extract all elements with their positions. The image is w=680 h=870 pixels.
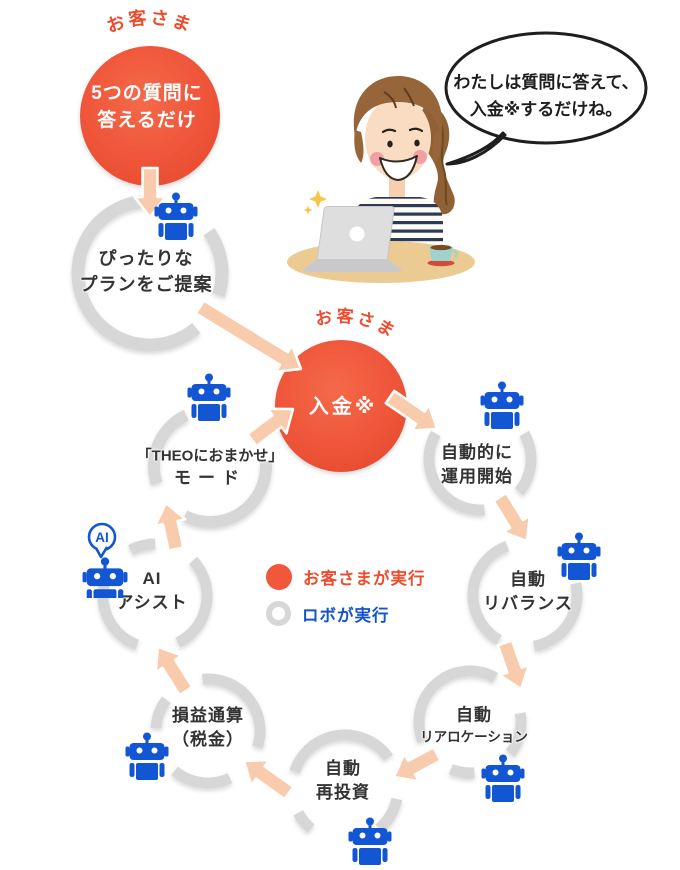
arrow-tax-to-ai xyxy=(154,645,194,697)
robot-icon-plan xyxy=(154,192,198,247)
legend: お客さまが実行 ロボが実行 xyxy=(266,563,426,637)
teacup xyxy=(429,247,453,261)
legend-customer-dot-icon xyxy=(266,563,292,590)
arrow-plan-to-deposit xyxy=(194,299,303,373)
arrow-reallocation-to-reinvest xyxy=(392,746,442,783)
hair xyxy=(353,76,443,137)
node-label-reallocation: 自動リアロケーション xyxy=(420,705,528,745)
ring-tax xyxy=(150,673,266,789)
robot-icon-reallocation xyxy=(481,754,525,809)
arrow-reinvest-to-tax xyxy=(242,758,295,801)
customer-badge-top: お客さま xyxy=(104,6,196,36)
speech-bubble-text: わたしは質問に答えて、 入金※するだけね。 xyxy=(453,72,639,119)
ring-start xyxy=(423,430,537,516)
legend-robot-label: ロボが実行 xyxy=(302,606,390,625)
node-label-deposit: 入金※ xyxy=(308,395,378,418)
arrow-rebalance-to-reallocation xyxy=(496,639,531,691)
flow-arrows xyxy=(133,166,532,801)
robot-icon-tax xyxy=(125,732,169,787)
cycle-rings xyxy=(71,194,583,833)
node-label-theo: 「THEOにおまかせ」モード xyxy=(136,447,284,488)
legend-robot-row: ロボが実行 xyxy=(266,600,426,627)
ring-plan xyxy=(71,194,229,352)
smile xyxy=(379,155,418,181)
svg-text:AI: AI xyxy=(95,530,109,545)
arm xyxy=(415,199,443,257)
node-label-start: 自動的に運用開始 xyxy=(441,442,513,486)
legend-customer-row: お客さまが実行 xyxy=(266,563,426,590)
saucer xyxy=(427,259,455,267)
ring-reinvest xyxy=(289,729,403,833)
woman-illustration xyxy=(287,76,475,283)
node-label-reinvest: 自動再投資 xyxy=(316,758,370,802)
legend-customer-label: お客さまが実行 xyxy=(303,569,426,588)
sparkle-icon xyxy=(309,190,327,208)
questions-circle xyxy=(80,46,220,186)
arrow-theo-to-deposit xyxy=(246,407,295,448)
ring-theo xyxy=(148,409,272,528)
node-label-questions: 5つの質問に答えるだけ xyxy=(91,83,203,131)
robot-icon-reinvest xyxy=(348,817,392,870)
legend-robot-dot-icon xyxy=(266,601,291,626)
arrow-deposit-to-start xyxy=(384,389,439,432)
ring-rebalance xyxy=(467,540,583,652)
deposit-circle xyxy=(275,340,407,472)
ring-reallocation xyxy=(413,665,527,779)
arrow-start-to-rebalance xyxy=(492,491,532,543)
robot-icon-theo xyxy=(187,373,231,428)
node-label-rebalance: 自動リバランス xyxy=(483,569,573,613)
robot-icon-ai: AI xyxy=(81,522,131,603)
robot-icon-rebalance xyxy=(557,532,601,587)
robot-icon-start xyxy=(480,381,524,436)
arrow-ai-to-theo xyxy=(153,501,187,552)
speech-bubble xyxy=(444,31,648,166)
sparkle-icon xyxy=(303,205,313,215)
customer-circles xyxy=(80,46,407,472)
customer-badge-deposit: お客さま xyxy=(314,306,401,343)
node-label-plan: ぴったりなプランをご提案 xyxy=(79,248,213,294)
node-label-tax: 損益通算（税金） xyxy=(172,705,244,749)
laptop-base xyxy=(303,259,402,272)
